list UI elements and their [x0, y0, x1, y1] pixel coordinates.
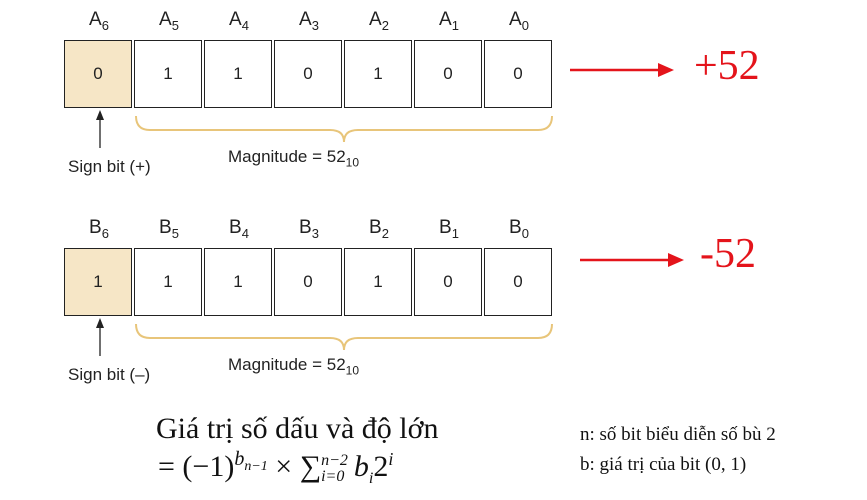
- bit-cell: 0: [484, 40, 552, 108]
- bit-label-b6: B6: [89, 217, 109, 241]
- bit-label-a2: A2: [369, 9, 389, 33]
- magnitude-label: Magnitude = 5210: [228, 147, 360, 170]
- bit-label-b0: B0: [509, 217, 529, 241]
- bit-label-b1: B1: [439, 217, 459, 241]
- bit-cell: 1: [134, 248, 202, 316]
- result-arrow: [570, 63, 674, 77]
- magnitude-label: Magnitude = 5210: [228, 355, 360, 378]
- bit-label-b2: B2: [369, 217, 389, 241]
- bit-label-b5: B5: [159, 217, 179, 241]
- bit-label-b4: B4: [229, 217, 249, 241]
- note-b: b: giá trị của bit (0, 1): [580, 454, 747, 475]
- bit-label-b3: B3: [299, 217, 319, 241]
- bit-cell: 1: [344, 248, 412, 316]
- sign-bit-cell: 1: [64, 248, 132, 316]
- result-value: +52: [694, 43, 760, 89]
- bit-label-a3: A3: [299, 9, 319, 33]
- bit-cell: 1: [344, 40, 412, 108]
- bit-label-a4: A4: [229, 9, 249, 33]
- sign-pointer-arrow: [96, 318, 104, 356]
- bit-cell: 0: [414, 40, 482, 108]
- sign-pointer-arrow: [96, 110, 104, 148]
- bit-label-a0: A0: [509, 9, 529, 33]
- sign-bit-cell: 0: [64, 40, 132, 108]
- bit-cell: 1: [204, 248, 272, 316]
- bit-cell: 0: [274, 40, 342, 108]
- bit-cell: 0: [484, 248, 552, 316]
- magnitude-brace: [135, 115, 553, 143]
- bit-label-a1: A1: [439, 9, 459, 33]
- register-a: A6 A5 A4 A3 A2 A1 A0 0 1 1 0 1 0 0 Sign …: [0, 0, 867, 200]
- sign-bit-label: Sign bit (–): [68, 365, 151, 384]
- result-value: -52: [700, 231, 756, 277]
- bit-label-a5: A5: [159, 9, 179, 33]
- bit-cell: 0: [274, 248, 342, 316]
- magnitude-brace: [135, 323, 553, 351]
- bit-label-a6: A6: [89, 9, 109, 33]
- sign-bit-label: Sign bit (+): [68, 157, 151, 176]
- bit-cell: 1: [204, 40, 272, 108]
- bit-cell: 0: [414, 248, 482, 316]
- register-b: B6 B5 B4 B3 B2 B1 B0 1 1 1 0 1 0 0 Sign …: [0, 208, 867, 408]
- note-n: n: số bit biểu diễn số bù 2: [580, 424, 776, 445]
- bit-cell: 1: [134, 40, 202, 108]
- formula-title: Giá trị số dấu và độ lớn: [156, 412, 439, 445]
- result-arrow: [580, 253, 684, 267]
